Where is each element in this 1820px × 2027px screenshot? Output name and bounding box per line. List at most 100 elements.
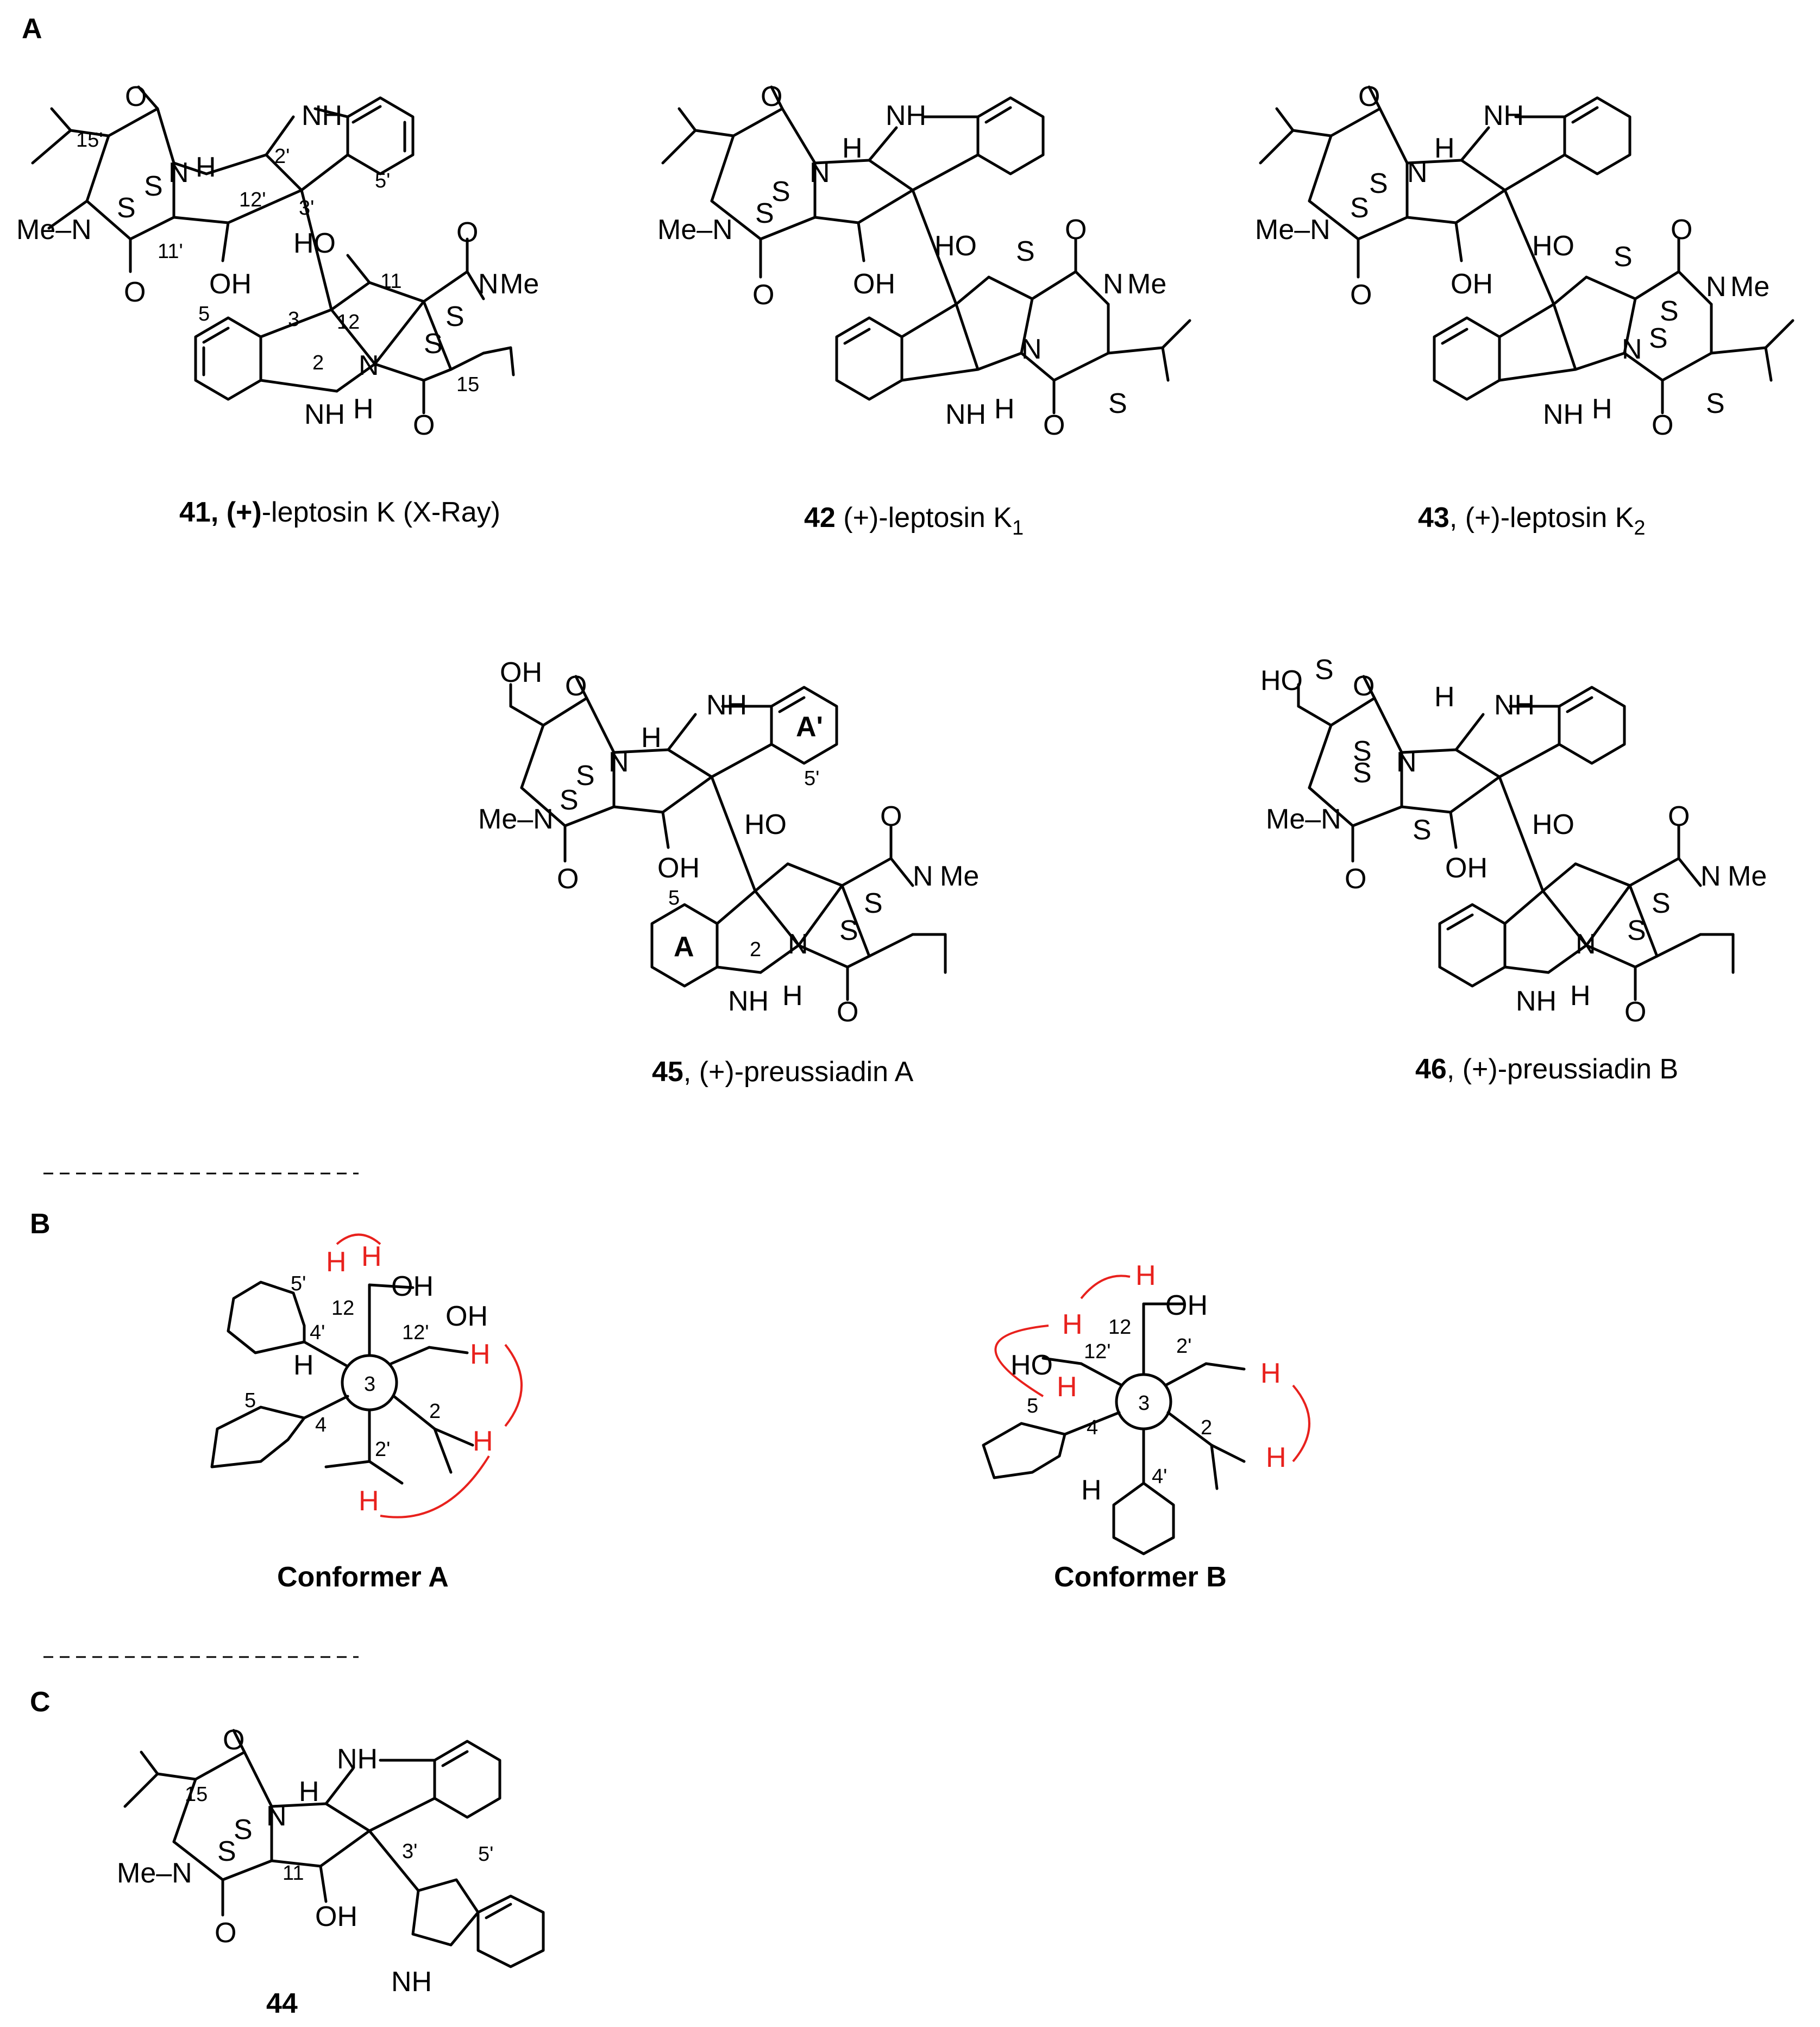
num-2: 2	[1201, 1416, 1212, 1439]
atom-nh: NH	[728, 986, 769, 1017]
atom-nh: NH	[945, 399, 986, 430]
atom-n: N	[1103, 268, 1124, 300]
num-3p: 3'	[402, 1840, 417, 1863]
atom-h: H	[299, 1776, 319, 1808]
atom-o: O	[761, 81, 782, 112]
num-2: 2	[429, 1400, 441, 1423]
num-5: 5	[1027, 1395, 1038, 1417]
atom-s: S	[1016, 236, 1035, 267]
atom-s: S	[1652, 888, 1671, 919]
atom-s: S	[1315, 654, 1334, 686]
atom-me-n: Me–N	[1255, 214, 1331, 246]
noe-arrow-a1	[336, 1233, 381, 1245]
noe-arrow-b3	[1292, 1384, 1310, 1463]
num-11: 11	[380, 270, 401, 293]
atom-s: S	[234, 1814, 253, 1846]
noe-arrow-a2	[504, 1344, 523, 1427]
num-5p: 5'	[291, 1272, 306, 1295]
caption-41: 41, (+)-leptosin K (X-Ray)	[179, 497, 500, 528]
atom-o: O	[1671, 214, 1692, 246]
atom-h: H	[1081, 1474, 1102, 1506]
atom-s: S	[1108, 388, 1127, 419]
atom-n: N	[608, 746, 629, 778]
atom-oh: OH	[853, 268, 895, 300]
atom-h: H	[1434, 133, 1455, 164]
atom-me-n: Me–N	[1266, 804, 1341, 835]
atom-o: O	[565, 670, 587, 702]
atom-h: H	[361, 1241, 382, 1272]
atom-h: H	[293, 1350, 314, 1381]
atom-o: O	[837, 996, 858, 1028]
atom-ho: HO	[1260, 665, 1303, 696]
atom-n: N	[1407, 157, 1428, 189]
atom-nh: NH	[302, 100, 342, 131]
atom-me: Me	[940, 861, 979, 892]
num-3: 3	[288, 308, 299, 331]
num-12p: 12'	[402, 1321, 429, 1344]
atom-o: O	[125, 81, 147, 112]
atom-n: N	[1700, 861, 1721, 892]
atom-n: N	[788, 928, 808, 960]
num-2p: 2'	[375, 1438, 390, 1461]
atom-h: H	[1266, 1442, 1286, 1473]
num-11p: 11'	[158, 240, 183, 263]
atom-me: Me	[1730, 271, 1769, 303]
caption-44: 44	[266, 1988, 298, 2019]
num-3: 3	[364, 1373, 375, 1396]
atom-o: O	[1668, 801, 1690, 832]
atom-n: N	[1396, 746, 1417, 778]
atom-me: Me	[1127, 268, 1166, 300]
ring-label-a-prime: A'	[796, 711, 823, 743]
caption-42: 42 (+)-leptosin K1	[804, 502, 1024, 539]
atom-o: O	[1043, 410, 1065, 441]
atom-nh: NH	[1516, 986, 1557, 1017]
structure-45: NH N O OH O H S S Me–N OH HO O N Me S S …	[478, 657, 979, 1028]
atom-h: H	[1057, 1371, 1077, 1403]
num-3: 3	[1138, 1392, 1150, 1415]
atom-h: H	[470, 1339, 491, 1370]
atom-o: O	[1652, 410, 1673, 441]
atom-s: S	[117, 192, 136, 224]
num-12p: 12'	[1084, 1340, 1111, 1363]
atom-s: S	[864, 888, 883, 919]
atom-me: Me	[1728, 861, 1767, 892]
atom-o: O	[223, 1724, 244, 1756]
atom-oh: OH	[315, 1901, 357, 1932]
atom-nh: NH	[706, 689, 747, 721]
atom-oh: OH	[1165, 1290, 1208, 1321]
atom-s: S	[217, 1836, 236, 1867]
structure-43: NH N O O H S S Me–N OH HO S O N Me S S N…	[1255, 81, 1794, 441]
num-2p: 2'	[1176, 1335, 1191, 1358]
atom-h: H	[641, 722, 662, 754]
atom-s: S	[1350, 192, 1369, 224]
structure-46: NH N O HO S O H S S S Me–N OH HO O N Me …	[1260, 654, 1767, 1028]
num-2p: 2'	[274, 145, 290, 168]
atom-h: H	[1260, 1358, 1281, 1389]
atom-o: O	[1065, 214, 1087, 246]
num-12: 12	[331, 1297, 354, 1320]
atom-nh: NH	[1494, 689, 1535, 721]
noe-arrow-a3	[380, 1455, 490, 1518]
structure-42: NH N O O H S S Me–N OH HO S O N Me N S O…	[657, 81, 1191, 441]
atom-me-n: Me–N	[16, 214, 92, 246]
atom-s: S	[144, 171, 163, 202]
num-5p: 5'	[804, 767, 819, 790]
atom-n: N	[1622, 334, 1642, 365]
atom-ho: HO	[744, 809, 787, 840]
num-15: 15	[456, 373, 479, 396]
atom-me: Me	[500, 268, 539, 300]
atom-nh: NH	[304, 399, 345, 430]
num-4: 4	[315, 1414, 327, 1436]
atom-me-n: Me–N	[478, 804, 554, 835]
atom-s: S	[839, 915, 858, 946]
atom-o: O	[1350, 279, 1372, 311]
atom-h: H	[326, 1246, 347, 1278]
num-5: 5	[244, 1389, 256, 1412]
atom-h: H	[1135, 1260, 1156, 1291]
conformer-b: H OH H HO H H H H 12 12' 2' 5 4 3 2 4'	[982, 1260, 1310, 1555]
atom-oh: OH	[500, 657, 542, 688]
atom-o: O	[752, 279, 774, 311]
atom-n: N	[359, 350, 379, 381]
atom-h: H	[842, 133, 863, 164]
